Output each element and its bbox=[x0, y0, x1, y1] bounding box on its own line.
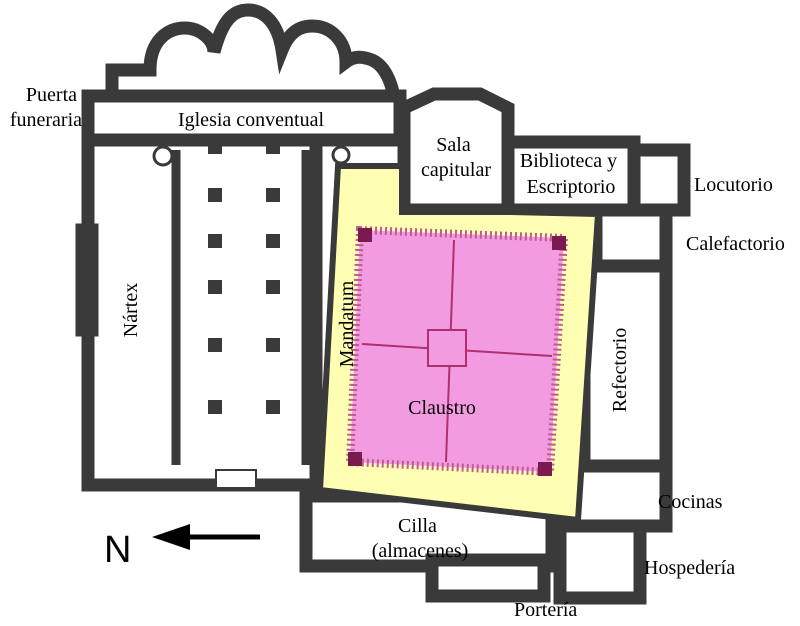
cloister-corner bbox=[552, 236, 566, 250]
iglesia-conventual-label: Iglesia conventual bbox=[178, 109, 324, 131]
pillar bbox=[208, 234, 222, 248]
pillar bbox=[266, 338, 280, 352]
church-apses bbox=[105, 3, 404, 119]
north-label: N bbox=[104, 529, 131, 571]
narthex-room bbox=[75, 223, 99, 337]
pillar bbox=[208, 400, 222, 414]
claustro-label: Claustro bbox=[408, 397, 476, 419]
puerta-funeraria-label: Puerta funeraria bbox=[10, 84, 82, 131]
sala-capitular-label: Sala capitular bbox=[421, 134, 491, 181]
warming-room bbox=[589, 203, 673, 273]
cloister-corner bbox=[348, 452, 362, 466]
spiral-stair-icon bbox=[331, 145, 351, 165]
cloister-corner bbox=[358, 228, 372, 242]
nartex-label: Nártex bbox=[120, 283, 142, 337]
hospederia-label: Hospedería bbox=[644, 557, 735, 579]
biblioteca-label: Biblioteca y Escriptorio bbox=[520, 150, 622, 198]
parlour-room bbox=[627, 143, 691, 217]
refectorio-label: Refectorio bbox=[609, 328, 631, 412]
porter-room bbox=[425, 553, 551, 603]
garth-fountain bbox=[427, 329, 467, 367]
pillar bbox=[208, 188, 222, 202]
calefactorio-label: Calefactorio bbox=[686, 233, 785, 255]
cloister-corner bbox=[538, 462, 552, 476]
cocinas-label: Cocinas bbox=[658, 491, 723, 513]
cloister bbox=[316, 163, 602, 524]
spiral-stair-icon bbox=[152, 145, 174, 167]
cilla-label: Cilla (almacenes) bbox=[372, 515, 469, 562]
pillar bbox=[266, 400, 280, 414]
pillar bbox=[208, 338, 222, 352]
porteria-label: Portería bbox=[514, 599, 577, 621]
pillar bbox=[266, 280, 280, 294]
arrow-left-icon bbox=[152, 524, 260, 550]
pillar bbox=[208, 140, 222, 154]
nave-pillars bbox=[208, 140, 280, 414]
pillar bbox=[266, 140, 280, 154]
pillar bbox=[266, 188, 280, 202]
library-room bbox=[501, 135, 641, 217]
guesthouse-room bbox=[553, 519, 647, 605]
north-indicator: N bbox=[104, 524, 260, 571]
mandatum-label: Mandatum bbox=[336, 280, 358, 367]
pillar bbox=[208, 280, 222, 294]
pillar bbox=[266, 234, 280, 248]
locutorio-label: Locutorio bbox=[694, 174, 773, 196]
west-door bbox=[215, 469, 257, 489]
